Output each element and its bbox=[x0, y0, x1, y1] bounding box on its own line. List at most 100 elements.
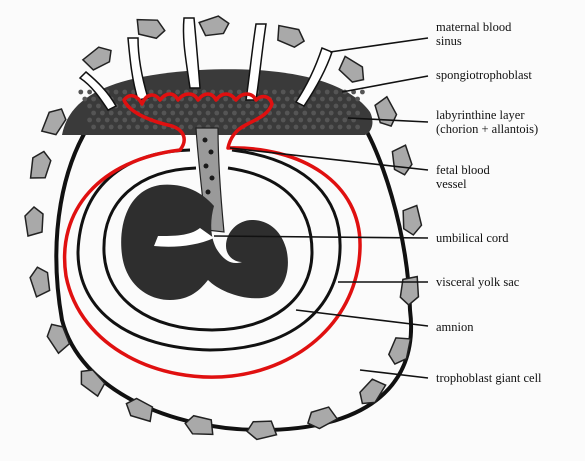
spongiotrophoblast-cell bbox=[250, 125, 255, 130]
spongiotrophoblast-cell bbox=[237, 118, 242, 123]
spongiotrophoblast-cell bbox=[223, 111, 228, 116]
spongiotrophoblast-cell bbox=[223, 97, 228, 102]
label-line: spongiotrophoblast bbox=[436, 68, 532, 82]
trophoblast-giant-cell bbox=[135, 17, 167, 40]
trophoblast-giant-cell bbox=[246, 420, 276, 440]
label-trophoblast-giant-cell: trophoblast giant cell bbox=[436, 371, 542, 385]
trophoblast-giant-cell bbox=[28, 149, 53, 182]
label-line: umbilical cord bbox=[436, 231, 509, 245]
spongiotrophoblast-cell bbox=[276, 97, 281, 102]
spongiotrophoblast-cell bbox=[87, 104, 92, 109]
spongiotrophoblast-cell bbox=[144, 125, 149, 130]
spongiotrophoblast-cell bbox=[82, 97, 87, 102]
spongiotrophoblast-cell bbox=[175, 118, 180, 123]
spongiotrophoblast-cell bbox=[166, 118, 171, 123]
spongiotrophoblast-cell bbox=[302, 111, 307, 116]
spongiotrophoblast-cell bbox=[122, 90, 127, 95]
spongiotrophoblast-cell bbox=[311, 97, 316, 102]
spongiotrophoblast-cell bbox=[78, 90, 83, 95]
spongiotrophoblast-cell bbox=[276, 125, 281, 130]
label-line: trophoblast giant cell bbox=[436, 371, 542, 385]
spongiotrophoblast-cell bbox=[355, 111, 360, 116]
spongiotrophoblast-cell bbox=[311, 125, 316, 130]
spongiotrophoblast-cell bbox=[316, 104, 321, 109]
label-maternal-blood-sinus: maternal blood sinus bbox=[436, 20, 511, 48]
spongiotrophoblast-cell bbox=[281, 104, 286, 109]
embryo bbox=[121, 185, 288, 300]
spongiotrophoblast-cell bbox=[263, 118, 268, 123]
spongiotrophoblast-cell bbox=[281, 90, 286, 95]
spongiotrophoblast-cell bbox=[360, 90, 365, 95]
spongiotrophoblast-cell bbox=[100, 125, 105, 130]
spongiotrophoblast-cell bbox=[228, 104, 233, 109]
spongiotrophoblast-cell bbox=[175, 90, 180, 95]
spongiotrophoblast-cell bbox=[179, 111, 184, 116]
spongiotrophoblast-cell bbox=[334, 118, 339, 123]
spongiotrophoblast-cell bbox=[96, 118, 101, 123]
trophoblast-giant-cell bbox=[400, 275, 420, 305]
spongiotrophoblast-cell bbox=[214, 111, 219, 116]
spongiotrophoblast-cell bbox=[338, 97, 343, 102]
spongiotrophoblast-cell bbox=[290, 104, 295, 109]
spongiotrophoblast-cell bbox=[109, 125, 114, 130]
spongiotrophoblast-cell bbox=[219, 118, 224, 123]
spongiotrophoblast-cell bbox=[210, 118, 215, 123]
label-line: labyrinthine layer bbox=[436, 108, 538, 122]
spongiotrophoblast-cell bbox=[170, 111, 175, 116]
spongiotrophoblast-cell bbox=[131, 118, 136, 123]
trophoblast-giant-cell bbox=[184, 415, 216, 438]
spongiotrophoblast-cell bbox=[320, 125, 325, 130]
label-fetal-blood-vessel: fetal blood vessel bbox=[436, 163, 490, 191]
spongiotrophoblast-cell bbox=[307, 118, 312, 123]
spongiotrophoblast-cell bbox=[342, 118, 347, 123]
spongiotrophoblast-cell bbox=[197, 111, 202, 116]
label-spongiotrophoblast: spongiotrophoblast bbox=[436, 68, 532, 82]
label-visceral-yolk-sac: visceral yolk sac bbox=[436, 275, 519, 289]
spongiotrophoblast-cell bbox=[285, 97, 290, 102]
spongiotrophoblast-cell bbox=[290, 118, 295, 123]
spongiotrophoblast-cell bbox=[175, 104, 180, 109]
spongiotrophoblast-cell bbox=[267, 125, 272, 130]
spongiotrophoblast-cell bbox=[118, 125, 123, 130]
spongiotrophoblast-cell bbox=[241, 111, 246, 116]
spongiotrophoblast-cell bbox=[246, 104, 251, 109]
spongiotrophoblast-cell bbox=[334, 104, 339, 109]
spongiotrophoblast-cell bbox=[338, 125, 343, 130]
spongiotrophoblast-cell bbox=[87, 118, 92, 123]
spongiotrophoblast-cell bbox=[325, 90, 330, 95]
label-line: sinus bbox=[436, 34, 511, 48]
spongiotrophoblast-cell bbox=[114, 90, 119, 95]
trophoblast-giant-cell bbox=[335, 54, 369, 86]
spongiotrophoblast-cell bbox=[272, 118, 277, 123]
spongiotrophoblast-cell bbox=[184, 118, 189, 123]
spongiotrophoblast-cell bbox=[351, 104, 356, 109]
spongiotrophoblast-cell bbox=[325, 104, 330, 109]
spongiotrophoblast-cell bbox=[219, 104, 224, 109]
spongiotrophoblast-cell bbox=[126, 125, 131, 130]
spongiotrophoblast-cell bbox=[342, 104, 347, 109]
label-line: vessel bbox=[436, 177, 490, 191]
spongiotrophoblast-cell bbox=[166, 104, 171, 109]
spongiotrophoblast-cell bbox=[232, 125, 237, 130]
spongiotrophoblast-cell bbox=[316, 90, 321, 95]
trophoblast-giant-cell bbox=[199, 15, 231, 38]
spongiotrophoblast-cell bbox=[263, 90, 268, 95]
spongiotrophoblast-cell bbox=[206, 97, 211, 102]
spongiotrophoblast-cell bbox=[188, 125, 193, 130]
trophoblast-giant-cell bbox=[391, 145, 414, 177]
label-line: fetal blood bbox=[436, 163, 490, 177]
trophoblast-giant-cell bbox=[29, 266, 52, 298]
spongiotrophoblast-cell bbox=[329, 125, 334, 130]
spongiotrophoblast-cell bbox=[302, 125, 307, 130]
trophoblast-giant-cell bbox=[44, 321, 73, 355]
spongiotrophoblast-cell bbox=[294, 125, 299, 130]
spongiotrophoblast-cell bbox=[158, 104, 163, 109]
spongiotrophoblast-cell bbox=[285, 125, 290, 130]
trophoblast-giant-cell bbox=[373, 96, 400, 129]
spongiotrophoblast-cell bbox=[188, 111, 193, 116]
spongiotrophoblast-cell bbox=[210, 104, 215, 109]
label-umbilical-cord: umbilical cord bbox=[436, 231, 509, 245]
spongiotrophoblast-cell bbox=[320, 97, 325, 102]
spongiotrophoblast-cell bbox=[96, 104, 101, 109]
